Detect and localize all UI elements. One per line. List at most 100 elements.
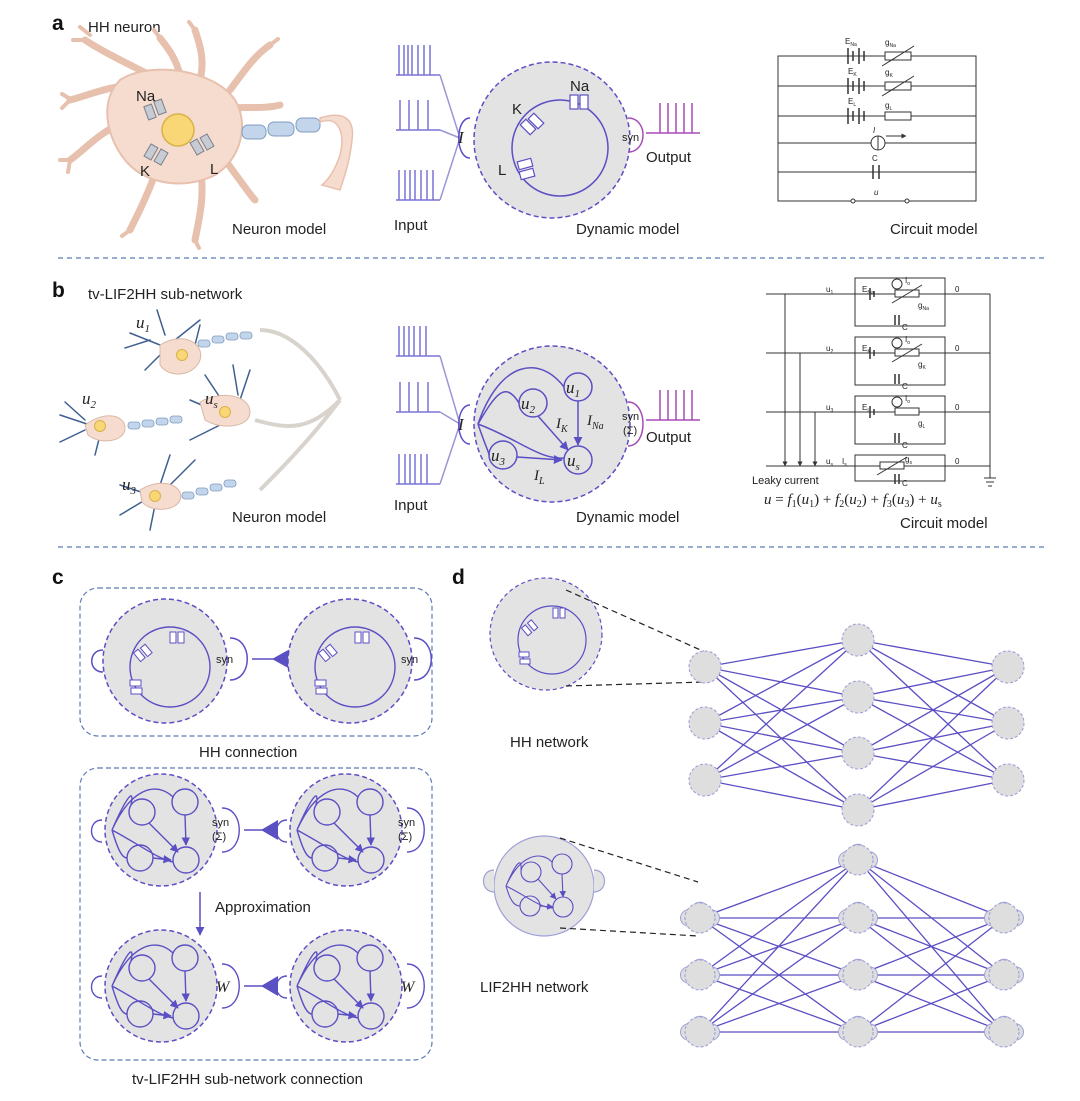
ion-k-label: K	[140, 163, 150, 180]
panel-b: b tv-LIF2HH sub-network u	[52, 276, 996, 532]
sub-connection-row2: W W	[90, 929, 425, 1043]
lif-network-node-body	[988, 959, 1020, 991]
panel-a-dyn-k: K	[512, 101, 522, 118]
lif-network-node-body	[842, 1016, 874, 1048]
svg-text:ENa: ENa	[862, 285, 874, 296]
panel-a-title: HH neuron	[88, 19, 161, 36]
panel-b-circuit-labels: u1 u2 u3 us Is 0 0 0 0 Io Io Io ENa EK E…	[826, 276, 960, 488]
panel-b-circuit-caption: Circuit model	[900, 515, 988, 532]
panel-b-equation: u = f1(u1) + f2(u2) + f3(u3) + us	[764, 492, 942, 510]
svg-text:EK: EK	[862, 344, 871, 355]
lif-network-node	[680, 958, 720, 991]
hh-network-nodes	[688, 623, 1025, 827]
lif-network-edge	[857, 917, 1005, 1033]
panel-c-sub-syn-right: syn	[398, 817, 415, 829]
panel-b-output-caption: Output	[646, 429, 692, 446]
sub-connection-row1: syn (Σ) syn (Σ)	[90, 773, 425, 887]
subnetwork-neuron-illustration: u1 u2 u3 us	[59, 309, 342, 531]
panel-a-dynamic-caption: Dynamic model	[576, 221, 679, 238]
panel-b-dynamic-circle	[473, 345, 631, 503]
sub-connection-caption: tv-LIF2HH sub-network connection	[132, 1071, 363, 1088]
svg-text:EL: EL	[848, 97, 856, 108]
hh-connection-left-neuron	[91, 598, 228, 724]
panel-c-sub-syn-left: syn	[212, 817, 229, 829]
panel-c-sub-sigma-right: (Σ)	[398, 831, 412, 843]
svg-text:0: 0	[955, 344, 960, 353]
svg-text:I: I	[873, 126, 876, 135]
lif-network-edge	[857, 859, 1005, 919]
lif-network-node	[984, 958, 1024, 991]
lif-network-node	[838, 901, 878, 934]
svg-text:gs: gs	[905, 455, 912, 466]
hh-connection-caption: HH connection	[199, 744, 297, 761]
hh-network-node	[841, 680, 875, 714]
panel-a-input-caption: Input	[394, 217, 428, 234]
lif-network-edges	[699, 859, 1005, 1033]
hh-network-edge	[857, 666, 1009, 811]
lif-network-edge	[699, 859, 859, 1033]
svg-text:C: C	[902, 479, 908, 488]
hh-network-node	[688, 650, 722, 684]
lif-network-node	[984, 1015, 1024, 1048]
lif-network-node-body	[684, 959, 716, 991]
hh-network-edges	[704, 639, 1009, 811]
hh-network-node-body	[991, 763, 1025, 797]
hh-connection-box	[79, 587, 433, 737]
lif-network-edge	[857, 974, 1005, 1033]
hh-network-edge	[857, 666, 1009, 698]
panel-c-w-left: W	[216, 979, 231, 996]
hh-network-node-body	[991, 706, 1025, 740]
panel-a-neuron-caption: Neuron model	[232, 221, 326, 238]
svg-text:EK: EK	[848, 67, 857, 78]
hh-network-node-body	[688, 706, 722, 740]
lif-network-node	[838, 1015, 878, 1048]
panel-c-hh-syn-right: syn	[401, 654, 418, 666]
svg-text:u2: u2	[826, 344, 833, 355]
svg-text:0: 0	[955, 285, 960, 294]
svg-text:gL: gL	[885, 101, 892, 112]
panel-a-circuit-labels: ENa EK EL gNa gK gL I C u	[845, 37, 896, 197]
lif-network-caption: LIF2HH network	[480, 979, 589, 996]
panel-b-output-spikes	[646, 390, 700, 421]
hh-neuron-illustration: Na K L	[58, 20, 354, 250]
hh-network-edge	[704, 639, 859, 668]
panel-a-input-spikes	[396, 45, 461, 201]
panel-a-dyn-l: L	[498, 162, 506, 179]
svg-text:C: C	[902, 323, 908, 332]
svg-text:gK: gK	[918, 360, 926, 371]
lif-network-node	[680, 1015, 720, 1048]
svg-text:Io: Io	[905, 335, 910, 346]
lif-network-node-body	[684, 902, 716, 934]
panel-a-output-spikes	[646, 103, 700, 134]
panel-b-title: tv-LIF2HH sub-network	[88, 286, 243, 303]
lif-network-node-body	[988, 1016, 1020, 1048]
svg-text:us: us	[826, 457, 833, 468]
hh-network-edge	[704, 752, 859, 781]
hh-network-node	[991, 763, 1025, 797]
svg-text:Io: Io	[905, 394, 910, 405]
hh-network-node-body	[841, 736, 875, 770]
hh-network-node	[841, 793, 875, 827]
panel-c-letter: c	[52, 566, 64, 589]
lif-network-magnified-neuron	[482, 835, 699, 937]
hh-network-edge	[704, 779, 859, 811]
ion-l-label: L	[210, 161, 218, 178]
panel-a-circuit-caption: Circuit model	[890, 221, 978, 238]
hh-network-node	[991, 650, 1025, 684]
lif-network-node	[680, 901, 720, 934]
svg-text:gL: gL	[918, 419, 925, 430]
svg-text:u1: u1	[136, 313, 150, 335]
svg-text:u3: u3	[122, 475, 137, 497]
panel-a-current-label: I	[457, 128, 465, 147]
svg-text:Is: Is	[842, 457, 847, 468]
lif-network-node-body	[842, 844, 874, 876]
panel-a-syn: syn	[622, 132, 639, 144]
svg-text:u3: u3	[826, 403, 833, 414]
lif-network-edge	[857, 917, 1005, 976]
svg-text:I: I	[457, 415, 465, 434]
hh-network-node-body	[841, 793, 875, 827]
panel-a-circuit	[777, 45, 977, 204]
panel-c-hh-syn-left: syn	[216, 654, 233, 666]
svg-text:gNa: gNa	[885, 38, 896, 49]
panel-b-sigma: (Σ)	[623, 425, 637, 437]
